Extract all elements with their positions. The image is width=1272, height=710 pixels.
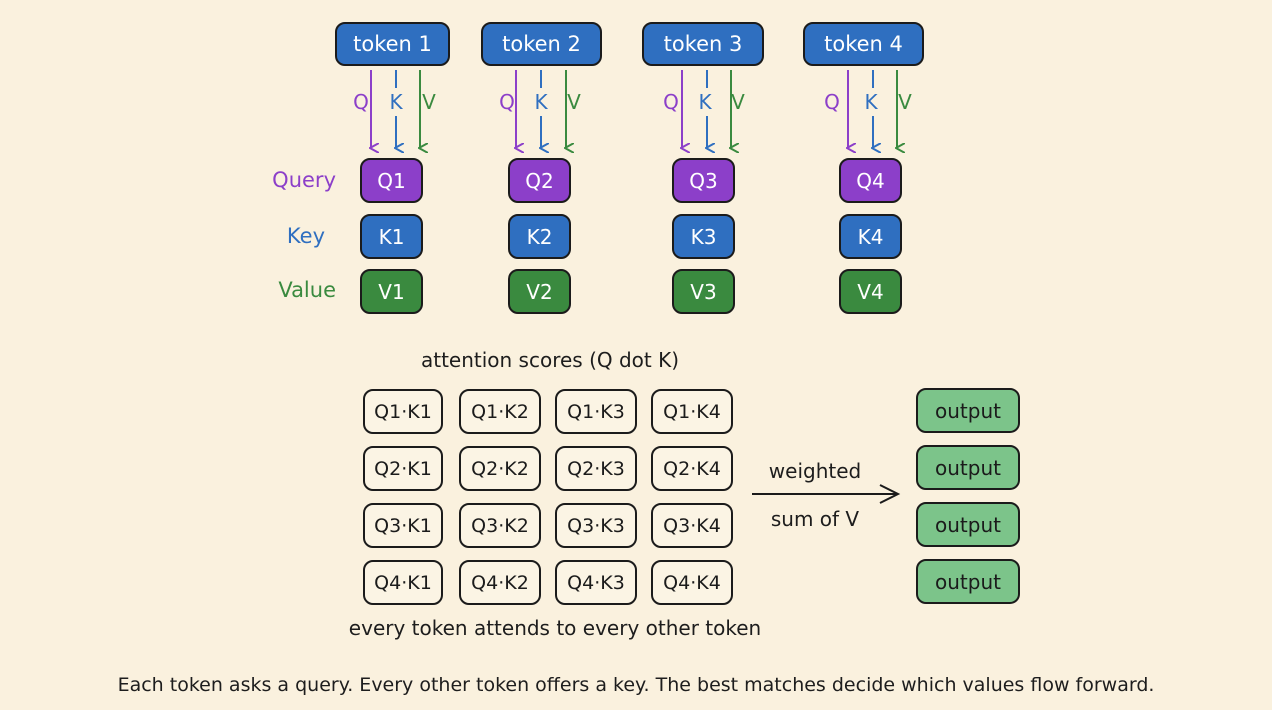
score-cell-2-2: Q2·K2 bbox=[459, 446, 541, 491]
key-box-3: K3 bbox=[672, 214, 735, 259]
query-box-4: Q4 bbox=[839, 158, 902, 203]
sum-of-v-caption: sum of V bbox=[770, 507, 860, 531]
score-cell-3-3: Q3·K3 bbox=[555, 503, 637, 548]
footer-text: Each token asks a query. Every other tok… bbox=[117, 674, 1155, 696]
token-box-4: token 4 bbox=[803, 22, 924, 66]
q-arrow-label-4: Q bbox=[824, 90, 840, 114]
scores-caption: every token attends to every other token bbox=[348, 616, 762, 640]
score-cell-2-3: Q2·K3 bbox=[555, 446, 637, 491]
v-arrow-label-1: V bbox=[422, 90, 436, 114]
score-cell-1-4: Q1·K4 bbox=[651, 389, 733, 434]
score-cell-3-4: Q3·K4 bbox=[651, 503, 733, 548]
query-box-1: Q1 bbox=[360, 158, 423, 203]
q-arrow-label-3: Q bbox=[663, 90, 679, 114]
value-box-1: V1 bbox=[360, 269, 423, 314]
score-cell-3-2: Q3·K2 bbox=[459, 503, 541, 548]
k-arrow-label-4: K bbox=[864, 90, 878, 114]
q-arrow-label-1: Q bbox=[353, 90, 369, 114]
query-box-3: Q3 bbox=[672, 158, 735, 203]
q-arrow-label-2: Q bbox=[499, 90, 515, 114]
score-cell-4-2: Q4·K2 bbox=[459, 560, 541, 605]
output-box-4: output bbox=[916, 559, 1020, 604]
output-box-2: output bbox=[916, 445, 1020, 490]
row-label-query: Query bbox=[272, 168, 336, 192]
score-cell-1-3: Q1·K3 bbox=[555, 389, 637, 434]
k-arrow-label-2: K bbox=[534, 90, 548, 114]
key-box-1: K1 bbox=[360, 214, 423, 259]
k-arrow-label-3: K bbox=[698, 90, 712, 114]
query-box-2: Q2 bbox=[508, 158, 571, 203]
key-box-2: K2 bbox=[508, 214, 571, 259]
value-box-3: V3 bbox=[672, 269, 735, 314]
row-label-key: Key bbox=[286, 224, 325, 248]
score-cell-4-3: Q4·K3 bbox=[555, 560, 637, 605]
score-cell-3-1: Q3·K1 bbox=[363, 503, 443, 548]
row-label-value: Value bbox=[278, 278, 336, 302]
value-box-4: V4 bbox=[839, 269, 902, 314]
token-box-3: token 3 bbox=[642, 22, 764, 66]
value-box-2: V2 bbox=[508, 269, 571, 314]
key-box-4: K4 bbox=[839, 214, 902, 259]
weighted-sum-arrow bbox=[752, 484, 901, 504]
weighted-caption: weighted bbox=[768, 459, 862, 483]
score-cell-2-4: Q2·K4 bbox=[651, 446, 733, 491]
score-cell-1-1: Q1·K1 bbox=[363, 389, 443, 434]
output-box-1: output bbox=[916, 388, 1020, 433]
score-cell-4-4: Q4·K4 bbox=[651, 560, 733, 605]
token-box-1: token 1 bbox=[335, 22, 450, 66]
score-cell-4-1: Q4·K1 bbox=[363, 560, 443, 605]
v-arrow-label-4: V bbox=[898, 90, 912, 114]
score-cell-2-1: Q2·K1 bbox=[363, 446, 443, 491]
v-arrow-label-3: V bbox=[731, 90, 745, 114]
k-arrow-label-1: K bbox=[389, 90, 403, 114]
output-box-3: output bbox=[916, 502, 1020, 547]
scores-title: attention scores (Q dot K) bbox=[420, 348, 680, 372]
v-arrow-label-2: V bbox=[567, 90, 581, 114]
score-cell-1-2: Q1·K2 bbox=[459, 389, 541, 434]
token-box-2: token 2 bbox=[481, 22, 602, 66]
